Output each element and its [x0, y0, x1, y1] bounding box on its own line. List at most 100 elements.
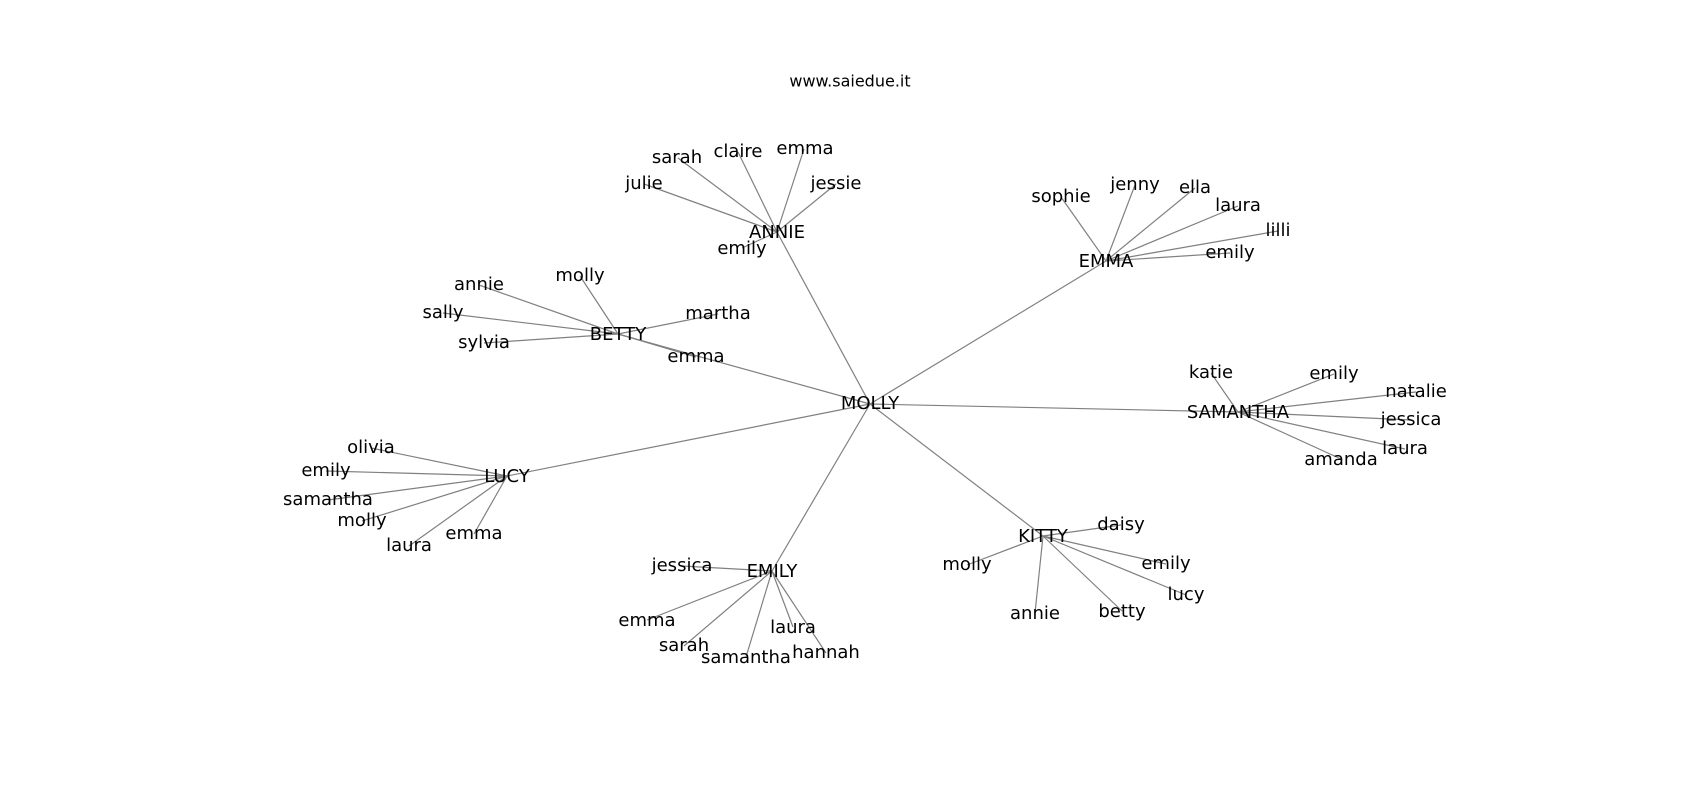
- node-samantha-emily: emily: [1309, 363, 1359, 384]
- node-root-molly: MOLLY: [841, 393, 900, 414]
- edge-emily-laura: [771, 570, 794, 628]
- node-lucy-molly: molly: [337, 510, 387, 531]
- edge-lucy-olivia: [370, 447, 508, 477]
- node-hub-betty: BETTY: [590, 324, 647, 345]
- edge-root-emily: [771, 403, 871, 572]
- edge-samantha-katie: [1210, 372, 1239, 413]
- edge-root-annie: [776, 231, 871, 405]
- node-samantha-katie: katie: [1189, 362, 1233, 383]
- branch-kitty: daisy molly emily lucy annie betty KITTY: [869, 403, 1205, 624]
- edge-emma-lilli: [1105, 230, 1279, 262]
- edge-lucy-samantha: [327, 475, 508, 501]
- node-hub-annie: ANNIE: [749, 222, 805, 243]
- node-lucy-emily: emily: [301, 460, 351, 481]
- edge-emma-laura: [1105, 205, 1239, 262]
- branch-emily: jessica emma laura sarah samantha hannah…: [618, 403, 871, 668]
- node-kitty-lucy: lucy: [1168, 584, 1205, 605]
- edge-kitty-daisy: [1042, 524, 1122, 537]
- node-emily-laura: laura: [770, 617, 816, 638]
- edge-emma-jenny: [1105, 184, 1136, 262]
- edge-emily-emma: [646, 570, 773, 621]
- node-betty-sylvia: sylvia: [458, 332, 510, 353]
- branch-annie: sarah claire emma julie jessie emily ANN…: [624, 138, 871, 405]
- node-hub-samantha: SAMANTHA: [1187, 402, 1290, 423]
- node-emma-jenny: jenny: [1109, 174, 1160, 195]
- node-emma-ella: ella: [1179, 177, 1211, 198]
- node-samantha-amanda: amanda: [1304, 449, 1377, 470]
- node-hub-lucy: LUCY: [484, 466, 531, 487]
- edge-samantha-amanda: [1237, 411, 1342, 460]
- node-lucy-emma: emma: [445, 523, 502, 544]
- edge-emily-jessica: [681, 565, 773, 572]
- edge-lucy-emma: [473, 475, 508, 535]
- watermark-caption: www.saiedue.it: [789, 72, 910, 91]
- edge-root-samantha: [869, 403, 1239, 413]
- edge-kitty-lucy: [1042, 535, 1187, 596]
- edge-kitty-annie: [1034, 535, 1044, 614]
- node-hub-kitty: KITTY: [1018, 526, 1069, 547]
- node-emma-sophie: sophie: [1031, 186, 1090, 207]
- edge-annie-jessie: [776, 183, 837, 233]
- edge-root-betty: [617, 333, 871, 405]
- edge-samantha-emily: [1237, 373, 1335, 413]
- node-kitty-daisy: daisy: [1097, 514, 1145, 535]
- node-samantha-natalie: natalie: [1385, 381, 1447, 402]
- branch-emma: sophie jenny ella laura lilli emily EMMA: [869, 174, 1291, 405]
- node-betty-martha: martha: [685, 303, 750, 324]
- node-emily-emma: emma: [618, 610, 675, 631]
- branch-lucy: olivia emily samantha molly laura emma L…: [283, 403, 871, 556]
- node-emily-jessica: jessica: [651, 555, 713, 576]
- edge-lucy-emily: [325, 470, 508, 477]
- edge-root-lucy: [506, 403, 871, 477]
- node-kitty-betty: betty: [1098, 601, 1146, 622]
- branch-betty: molly annie martha sally sylvia emma BET…: [422, 265, 871, 405]
- node-lucy-laura: laura: [386, 535, 432, 556]
- node-annie-jessie: jessie: [810, 173, 862, 194]
- node-betty-molly: molly: [555, 265, 605, 286]
- node-hub-emily: EMILY: [747, 561, 799, 582]
- edge-betty-annie: [478, 284, 619, 335]
- edge-emily-sarah: [683, 570, 773, 647]
- node-emma-emily: emily: [1205, 242, 1255, 263]
- edge-samantha-natalie: [1237, 391, 1417, 413]
- node-betty-sally: sally: [422, 302, 463, 323]
- edge-emily-hannah: [771, 570, 827, 654]
- node-hub-emma: EMMA: [1079, 251, 1134, 272]
- node-kitty-molly: molly: [942, 554, 992, 575]
- node-samantha-jessica: jessica: [1380, 409, 1442, 430]
- edge-annie-sarah: [677, 157, 778, 233]
- node-annie-emma: emma: [776, 138, 833, 159]
- edge-annie-julie: [643, 183, 778, 233]
- edge-annie-emma: [776, 148, 805, 233]
- edge-emma-sophie: [1060, 196, 1107, 262]
- node-annie-emily: emily: [717, 238, 767, 259]
- node-betty-annie: annie: [454, 274, 504, 295]
- edge-betty-martha: [617, 313, 719, 335]
- node-annie-claire: claire: [713, 141, 762, 162]
- edge-betty-molly: [579, 275, 619, 335]
- node-emily-sarah: sarah: [659, 635, 709, 656]
- edge-kitty-betty: [1042, 535, 1123, 612]
- edge-annie-emily: [741, 231, 778, 249]
- edge-root-emma: [869, 260, 1107, 405]
- edge-kitty-molly: [966, 535, 1044, 566]
- edge-kitty-emily: [1042, 535, 1167, 565]
- node-annie-sarah: sarah: [652, 147, 702, 168]
- node-emily-samantha: samantha: [701, 647, 791, 668]
- branch-samantha: katie emily natalie jessica laura amanda…: [869, 362, 1447, 470]
- edge-lucy-molly: [361, 475, 508, 522]
- node-kitty-annie: annie: [1010, 603, 1060, 624]
- edge-annie-claire: [737, 151, 778, 233]
- node-lucy-samantha: samantha: [283, 489, 373, 510]
- edge-emily-samantha: [745, 570, 773, 658]
- edge-samantha-jessica: [1237, 411, 1412, 421]
- node-kitty-emily: emily: [1141, 553, 1191, 574]
- edge-lucy-laura: [408, 475, 508, 547]
- edge-betty-emma: [617, 333, 697, 358]
- node-emily-hannah: hannah: [792, 642, 860, 663]
- node-samantha-laura: laura: [1382, 438, 1428, 459]
- edge-emma-ella: [1105, 187, 1196, 262]
- node-emma-laura: laura: [1215, 195, 1261, 216]
- edge-emma-emily: [1105, 252, 1231, 262]
